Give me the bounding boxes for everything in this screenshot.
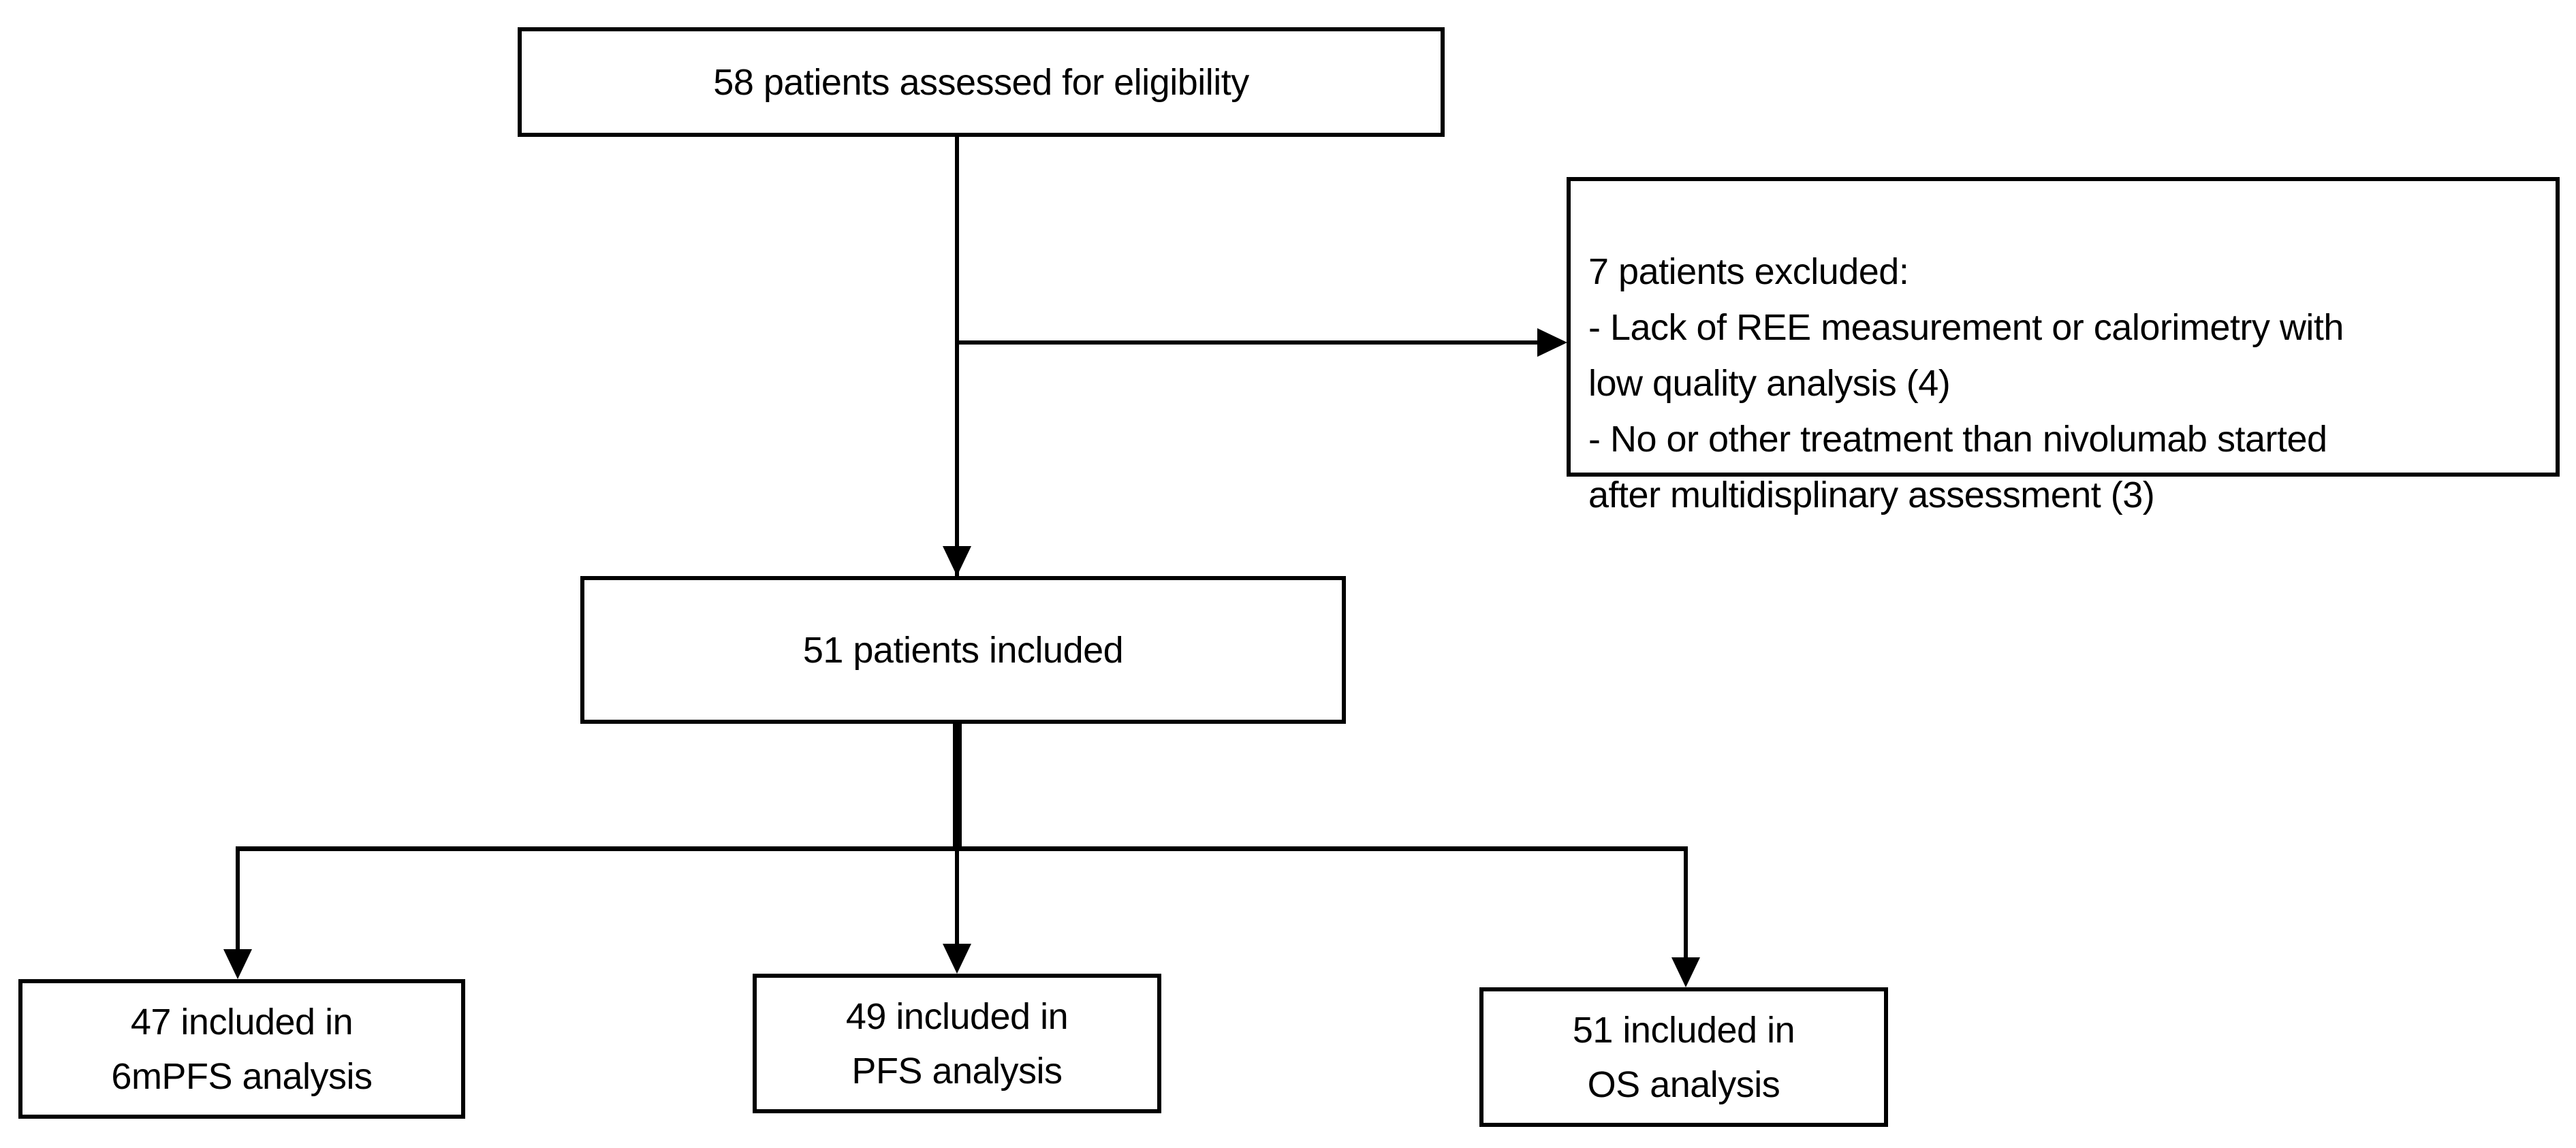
6mpfs-text: 47 included in 6mPFS analysis [111,1001,373,1097]
flow-box-patients-excluded: 7 patients excluded: - Lack of REE measu… [1567,177,2560,515]
flow-box-assessed-for-eligibility: 58 patients assessed for eligibility [518,27,1445,137]
excluded-text: 7 patients excluded: - Lack of REE measu… [1588,251,2344,515]
assessed-label: 58 patients assessed for eligibility [713,61,1249,103]
connector-assessed-to-included [955,137,959,576]
arrowhead-into-excluded-box [1537,328,1567,357]
arrowhead-into-6mpfs-box [223,949,252,979]
flow-box-patients-included: 51 patients included [580,576,1346,724]
flow-box-pfs-analysis: 49 included in PFS analysis [753,974,1161,1113]
arrowhead-into-included-box [943,546,971,576]
arrowhead-into-pfs-box [943,944,971,974]
connector-branch-to-os [1684,846,1688,967]
flow-box-os-analysis: 51 included in OS analysis [1479,987,1888,1127]
included-label: 51 patients included [802,629,1124,671]
connector-branch-horizontal-bar [236,846,1688,851]
os-text: 51 included in OS analysis [1572,1009,1795,1105]
flow-box-6mpfs-analysis: 47 included in 6mPFS analysis [18,979,465,1119]
connector-included-to-branch-thick [953,724,962,850]
arrowhead-into-os-box [1671,957,1700,987]
connector-branch-to-6mpfs [236,846,240,959]
connector-branch-to-pfs [955,846,959,953]
connector-branch-to-excluded [955,340,1539,345]
pfs-text: 49 included in PFS analysis [845,995,1069,1091]
